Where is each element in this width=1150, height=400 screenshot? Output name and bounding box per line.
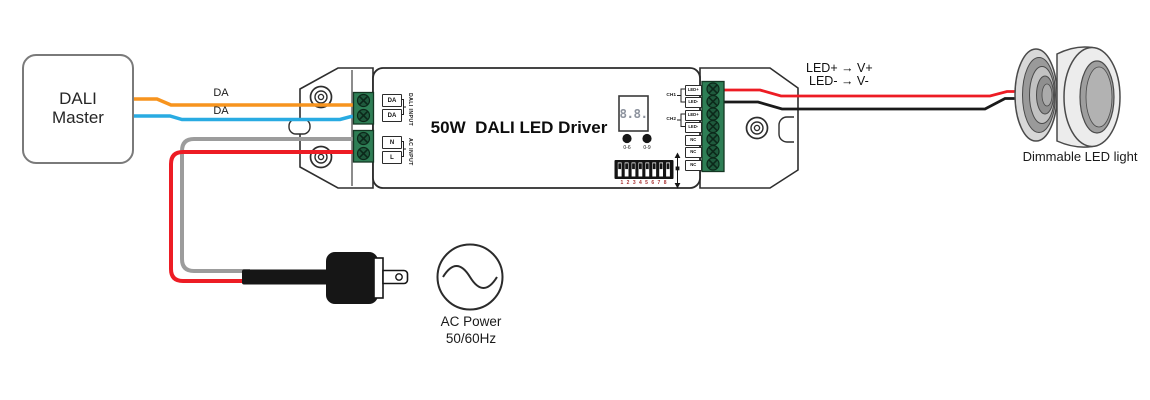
terminal-led-plus-2: LED+ <box>684 109 702 121</box>
dali-input-label: DALI INPUT <box>406 93 413 127</box>
led-light-label: Dimmable LED light <box>1022 149 1138 164</box>
dali-wire-orange <box>130 97 365 107</box>
terminal-n: N <box>382 136 402 149</box>
ac-power-label: AC Power <box>440 314 502 329</box>
terminal-nc-3: NC <box>684 159 702 171</box>
terminal-l: L <box>382 151 402 164</box>
ac-wire-live <box>169 150 365 283</box>
plug-cable <box>242 269 334 285</box>
terminal-nc-1: NC <box>684 134 702 146</box>
da-wire-label-1: DA <box>213 87 229 99</box>
ac-input-label: AC INPUT <box>406 138 413 166</box>
dali-master-box: DALI Master <box>22 54 134 164</box>
driver-title: 50W DALI LED Driver <box>430 118 608 137</box>
dali-master-label: DALI Master <box>52 89 104 127</box>
terminal-da2: DA <box>382 109 402 122</box>
dip-switch-numbers: 1 2 3 4 5 6 7 8 <box>620 179 668 186</box>
set-button-right <box>642 133 652 144</box>
ac-plug <box>242 252 409 304</box>
led-minus-wiring-label: LED- → V- <box>809 73 869 88</box>
dip-direction-arrow-icon <box>674 152 681 189</box>
ch1-bracket-line <box>677 88 685 103</box>
led-light <box>1014 46 1121 148</box>
button-left-label: 0-6 <box>623 144 631 151</box>
screw-icon <box>745 116 769 140</box>
led-wire-negative <box>722 97 1017 111</box>
terminal-led-minus-2: LED- <box>684 122 702 133</box>
ch1-label: CH1 <box>666 92 676 98</box>
screw-icon <box>309 145 333 169</box>
led-wire-positive <box>722 88 1018 98</box>
da-wire-label-2: DA <box>213 105 229 117</box>
ac-wire-neutral <box>180 137 365 273</box>
ch2-label: CH2 <box>666 117 676 122</box>
ac-source-icon <box>436 243 504 311</box>
terminal-led-minus-1: LED- <box>684 97 702 108</box>
led-plus-wiring-label: LED+ → V+ <box>806 60 873 75</box>
dali-input-terminal-block <box>352 91 375 125</box>
button-right-label: 0-9 <box>643 144 651 151</box>
address-display-value: 8.8. <box>619 105 648 121</box>
terminal-led-plus-1: LED+ <box>684 84 702 96</box>
dip-switch <box>614 160 674 179</box>
output-terminal-block <box>701 80 725 173</box>
address-display <box>618 95 649 132</box>
ac-frequency-label: 50/60Hz <box>445 331 497 346</box>
mounting-slot <box>778 116 794 143</box>
ac-input-terminal-block <box>352 129 375 163</box>
terminal-da1: DA <box>382 94 402 107</box>
set-button-left <box>622 133 632 144</box>
ch2-bracket-line <box>677 113 685 127</box>
terminal-nc-2: NC <box>684 147 702 158</box>
driver-left-bracket <box>288 67 374 189</box>
